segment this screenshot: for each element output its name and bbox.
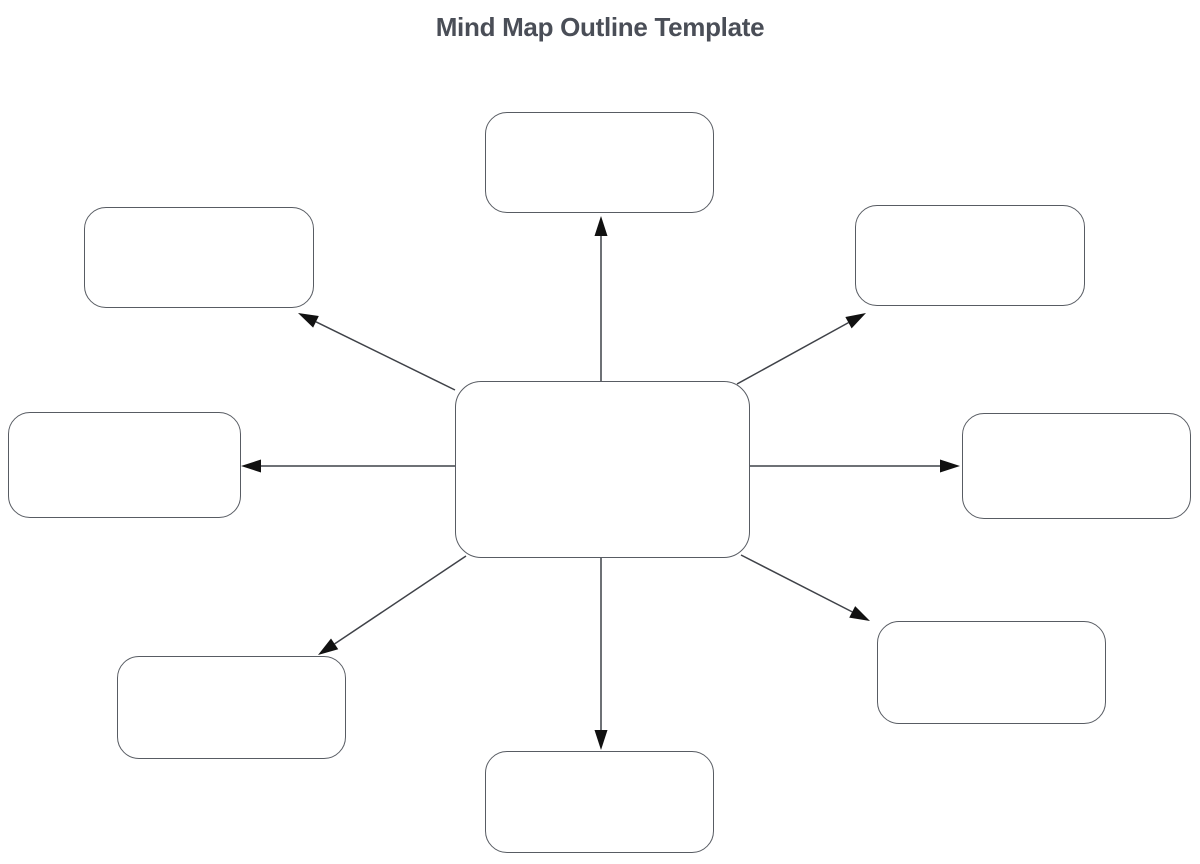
node-right[interactable] xyxy=(962,413,1191,519)
node-bottom[interactable] xyxy=(485,751,714,853)
page-title: Mind Map Outline Template xyxy=(435,12,765,42)
node-bottom-right[interactable] xyxy=(877,621,1106,724)
edge-central-top-right-line xyxy=(736,321,849,385)
edge-central-right-arrowhead-icon xyxy=(940,459,960,473)
edge-central-bottom-right-arrowhead-icon xyxy=(849,606,870,621)
node-top-right[interactable] xyxy=(855,205,1085,306)
node-top[interactable] xyxy=(485,112,714,213)
node-top-left[interactable] xyxy=(84,207,314,308)
edge-central-bottom-left-line xyxy=(334,555,467,645)
node-bottom-left[interactable] xyxy=(117,656,346,759)
edge-central-top-right-arrowhead-icon xyxy=(845,313,866,329)
edge-central-top-left-line xyxy=(315,321,456,391)
node-central[interactable] xyxy=(455,381,750,558)
edge-central-top-arrowhead-icon xyxy=(594,216,608,236)
edge-central-top-left-arrowhead-icon xyxy=(298,313,319,328)
edge-central-bottom-arrowhead-icon xyxy=(594,730,608,750)
node-left[interactable] xyxy=(8,412,241,518)
edge-central-left-arrowhead-icon xyxy=(241,459,261,473)
edge-central-bottom-right-line xyxy=(740,554,853,613)
edge-central-bottom-left-arrowhead-icon xyxy=(318,638,339,655)
